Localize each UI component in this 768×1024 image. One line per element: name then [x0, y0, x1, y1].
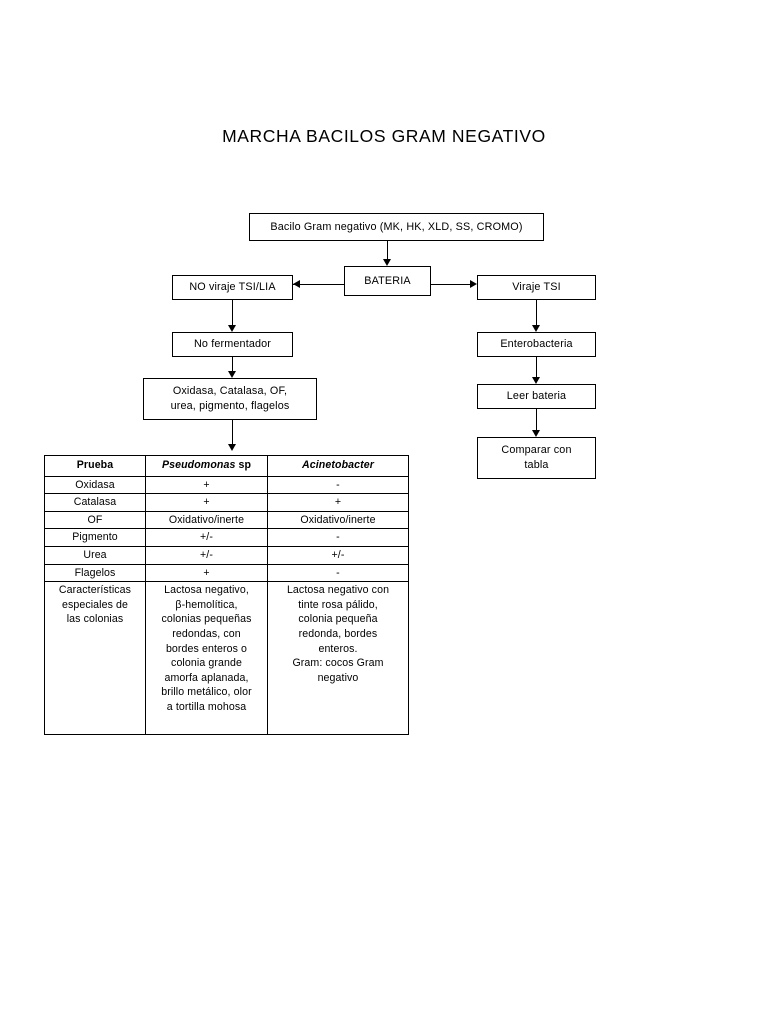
arrow-down-icon — [228, 371, 236, 378]
cell-pseudomonas: +/- — [145, 528, 268, 547]
cell-acinetobacter: Oxidativo/inerte — [267, 510, 409, 530]
cell-acinetobacter: Lactosa negativo con tinte rosa pálido, … — [267, 581, 409, 736]
table-row: Oxidasa + - — [44, 475, 409, 495]
column-header-acinetobacter: Acinetobacter — [267, 455, 409, 477]
connector-no-viraje-to-no-fermentador — [232, 300, 233, 325]
connector-pruebas-to-table — [232, 420, 233, 444]
cell-prueba: Flagelos — [44, 563, 146, 583]
cell-pseudomonas: + — [145, 563, 268, 583]
table-row: OF Oxidativo/inerte Oxidativo/inerte — [44, 510, 409, 530]
arrow-down-icon — [532, 430, 540, 437]
connector-leer-bateria-to-comparar — [536, 409, 537, 430]
differentiation-table: Prueba Pseudomonas sp Acinetobacter Oxid… — [44, 455, 409, 736]
arrow-down-icon — [383, 259, 391, 266]
table-row: Catalasa + + — [44, 493, 409, 512]
arrow-down-icon — [532, 377, 540, 384]
table-body: Oxidasa + - Catalasa + + OF Oxidativo/in… — [44, 475, 409, 736]
connector-viraje-to-enterobacteria — [536, 300, 537, 325]
column-header-pseudomonas: Pseudomonas sp — [145, 455, 268, 477]
flow-node-bateria[interactable]: BATERIA — [344, 266, 431, 296]
table-row-colony-characteristics: Características especiales de las coloni… — [44, 581, 409, 736]
connector-no-fermentador-to-pruebas — [232, 357, 233, 371]
table-row: Urea +/- +/- — [44, 545, 409, 565]
column-header-pseudomonas-suffix: sp — [235, 459, 252, 471]
cell-prueba: Oxidasa — [44, 475, 146, 495]
cell-prueba: OF — [44, 510, 146, 530]
cell-prueba: Catalasa — [44, 493, 146, 512]
flow-node-enterobacteria[interactable]: Enterobacteria — [477, 332, 596, 357]
cell-pseudomonas: Lactosa negativo, β-hemolítica, colonias… — [145, 581, 268, 736]
flow-node-no-fermentador[interactable]: No fermentador — [172, 332, 293, 357]
cell-prueba: Urea — [44, 545, 146, 565]
flow-node-leer-bateria[interactable]: Leer bateria — [477, 384, 596, 409]
flow-node-no-viraje-tsi-lia[interactable]: NO viraje TSI/LIA — [172, 275, 293, 300]
page-title: MARCHA BACILOS GRAM NEGATIVO — [222, 126, 546, 146]
arrow-down-icon — [228, 444, 236, 451]
table-row: Flagelos + - — [44, 563, 409, 583]
arrow-down-icon — [228, 325, 236, 332]
cell-acinetobacter: - — [267, 475, 409, 495]
flow-node-comparar-con-tabla[interactable]: Comparar con tabla — [477, 437, 596, 479]
table-row: Pigmento +/- - — [44, 528, 409, 547]
cell-prueba: Características especiales de las coloni… — [44, 581, 146, 736]
table-header: Prueba Pseudomonas sp Acinetobacter — [44, 455, 409, 477]
cell-acinetobacter: - — [267, 563, 409, 583]
cell-acinetobacter: +/- — [267, 545, 409, 565]
arrow-right-icon — [470, 280, 477, 288]
flow-node-viraje-tsi[interactable]: Viraje TSI — [477, 275, 596, 300]
connector-bateria-to-no-viraje — [293, 284, 344, 285]
connector-bateria-to-viraje — [431, 284, 470, 285]
connector-root-to-bateria — [387, 241, 388, 259]
arrow-left-icon — [293, 280, 300, 288]
arrow-down-icon — [532, 325, 540, 332]
column-header-prueba: Prueba — [44, 455, 146, 477]
cell-acinetobacter: + — [267, 493, 409, 512]
cell-pseudomonas: + — [145, 493, 268, 512]
cell-prueba: Pigmento — [44, 528, 146, 547]
flow-node-pruebas-bioquimicas[interactable]: Oxidasa, Catalasa, OF, urea, pigmento, f… — [143, 378, 317, 420]
connector-enterobacteria-to-leer-bateria — [536, 357, 537, 377]
cell-pseudomonas: Oxidativo/inerte — [145, 510, 268, 530]
table-header-row: Prueba Pseudomonas sp Acinetobacter — [44, 455, 409, 477]
cell-pseudomonas: + — [145, 475, 268, 495]
flow-node-bacilo-gram-negativo[interactable]: Bacilo Gram negativo (MK, HK, XLD, SS, C… — [249, 213, 544, 241]
column-header-pseudomonas-genus: Pseudomonas — [161, 459, 236, 471]
cell-pseudomonas: +/- — [145, 545, 268, 565]
cell-acinetobacter: - — [267, 528, 409, 547]
